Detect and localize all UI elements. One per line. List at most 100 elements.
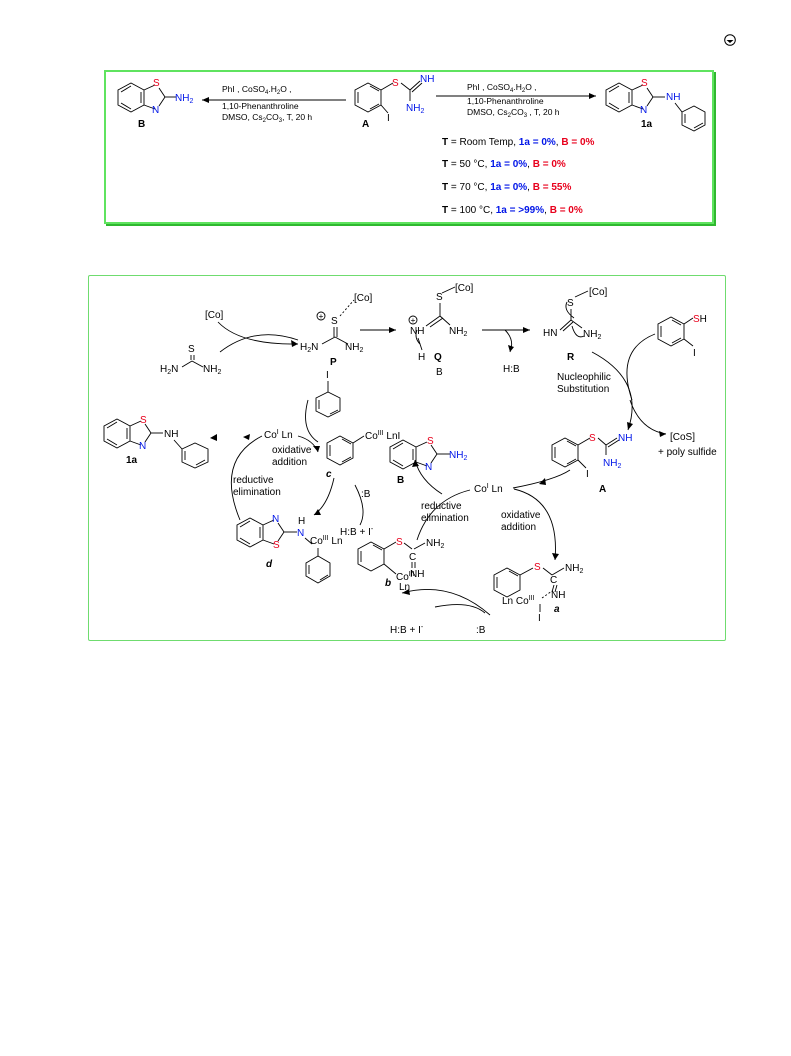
svg-text:I: I [693, 348, 696, 359]
structure-1a: S N NH 1a [605, 78, 706, 132]
intermediate-d: N S H N CoIII Ln d [236, 514, 343, 584]
label-B: B [138, 119, 145, 130]
ox-add-right-1: oxidative [501, 510, 541, 521]
result-row-1: T = Room Temp, 1a = 0%, B = 0% [442, 137, 595, 148]
ox-add-top-1: oxidative [272, 445, 312, 456]
intermediate-a: S NH2 C NH Ln CoIII I a [493, 562, 583, 624]
svg-text:H2N: H2N [300, 342, 318, 354]
svg-text:S: S [331, 316, 338, 327]
label-Q: Q [434, 352, 442, 363]
left-cond-1: PhI , CoSO4.H2O , [222, 84, 292, 96]
red-elim-left-2: elimination [233, 487, 281, 498]
svg-text:C: C [409, 552, 416, 563]
structure-B: S N NH2 B [117, 78, 193, 130]
svg-text:SH: SH [693, 314, 707, 325]
svg-text:I: I [387, 113, 390, 124]
svg-text:S: S [273, 540, 280, 551]
label-1a: 1a [641, 119, 653, 130]
intermediate-R: S [Co] HN NH2 R [543, 287, 608, 363]
intermediate-b: S C NH2 NH CoIII Ln b [357, 537, 444, 593]
iodothiophenol: SH I [657, 314, 707, 359]
svg-text:CoIII Ln: CoIII Ln [310, 535, 343, 547]
svg-text:S: S [153, 78, 160, 89]
svg-text:NH: NH [164, 429, 178, 440]
svg-text:N: N [297, 528, 304, 539]
cos-label: [CoS] [670, 432, 695, 443]
mechanism-box [88, 275, 726, 641]
svg-text:CoIII LnI: CoIII LnI [365, 430, 400, 442]
ox-add-top-2: addition [272, 457, 307, 468]
svg-text:[Co]: [Co] [354, 293, 373, 304]
intermediate-Q: S [Co] + NH NH2 H B Q [408, 283, 474, 378]
svg-text:N: N [152, 105, 159, 116]
svg-text:[Co]: [Co] [589, 287, 608, 298]
svg-text:NH2: NH2 [565, 563, 583, 575]
svg-text:NH2: NH2 [406, 103, 424, 115]
svg-text:H: H [418, 352, 425, 363]
label-A: A [362, 119, 369, 130]
svg-text:NH2: NH2 [203, 364, 221, 376]
svg-text:S: S [396, 537, 403, 548]
svg-text:Ln CoIII: Ln CoIII [502, 595, 535, 607]
svg-text:S: S [188, 344, 195, 355]
base-bottom: :B [476, 625, 486, 636]
svg-text:HN: HN [543, 328, 557, 339]
label-c: c [326, 469, 332, 480]
svg-text:S: S [534, 562, 541, 573]
co-label: [Co] [205, 310, 224, 321]
svg-text:S: S [140, 415, 147, 426]
red-elim-left-1: reductive [233, 475, 274, 486]
result-row-2: T = 50 °C, 1a = 0%, B = 0% [442, 159, 566, 170]
result-row-3: T = 70 °C, 1a = 0%, B = 55% [442, 182, 571, 193]
polysulfide-label: + poly sulfide [658, 447, 717, 458]
left-cond-2: 1,10-Phenanthroline [222, 101, 299, 111]
mech-structure-1a: S N NH 1a [103, 415, 209, 469]
svg-text:N: N [640, 105, 647, 116]
svg-text:S: S [392, 78, 399, 89]
base-colon: :B [361, 489, 371, 500]
svg-text:NH: NH [410, 569, 424, 580]
iodobenzene: I [315, 370, 341, 418]
svg-text:S: S [436, 292, 443, 303]
label-R: R [567, 352, 575, 363]
red-elim-mid-2: elimination [421, 513, 469, 524]
mech-structure-A: S NH NH2 I A [551, 433, 632, 495]
svg-text:[Co]: [Co] [455, 283, 474, 294]
svg-text:I: I [326, 370, 329, 381]
svg-text:NH: NH [410, 326, 424, 337]
right-cond-3: DMSO, Cs2CO3 , T, 20 h [467, 107, 560, 119]
svg-text:N: N [139, 441, 146, 452]
svg-text:S: S [567, 298, 574, 309]
label-mech-1a: 1a [126, 455, 138, 466]
svg-text:H2N: H2N [160, 364, 178, 376]
label-P: P [330, 357, 337, 368]
svg-text:S: S [589, 433, 596, 444]
result-row-4: T = 100 °C, 1a = >99%, B = 0% [442, 205, 583, 216]
svg-text:NH: NH [666, 92, 680, 103]
reaction-scheme-box [104, 70, 714, 224]
right-cond-2: 1,10-Phenanthroline [467, 96, 544, 106]
label-d: d [266, 559, 273, 570]
left-cond-3: DMSO, Cs2CO3, T, 20 h [222, 112, 312, 124]
svg-text:NH2: NH2 [175, 93, 193, 105]
nucleophilic-2: Substitution [557, 384, 609, 395]
svg-text:NH2: NH2 [345, 342, 363, 354]
label-mech-A: A [599, 484, 606, 495]
nucleophilic-1: Nucleophilic [557, 372, 611, 383]
svg-text:C: C [550, 575, 557, 586]
thiourea: S H2N NH2 [160, 344, 221, 376]
svg-text:+: + [411, 315, 416, 325]
svg-text:NH2: NH2 [449, 450, 467, 462]
svg-text:NH2: NH2 [449, 326, 467, 338]
results-list: T = Room Temp, 1a = 0%, B = 0% T = 50 °C… [442, 137, 595, 216]
svg-text:S: S [427, 436, 434, 447]
svg-text:H: H [298, 516, 305, 527]
coi-ln-right: CoI Ln [474, 483, 503, 495]
svg-text:NH2: NH2 [426, 538, 444, 550]
hb-i-mid: H:B + I- [340, 526, 374, 538]
svg-text:+: + [319, 311, 324, 321]
hb-label: H:B [503, 364, 520, 375]
structure-A: S NH NH2 I A [354, 74, 434, 130]
svg-text:N: N [425, 462, 432, 473]
